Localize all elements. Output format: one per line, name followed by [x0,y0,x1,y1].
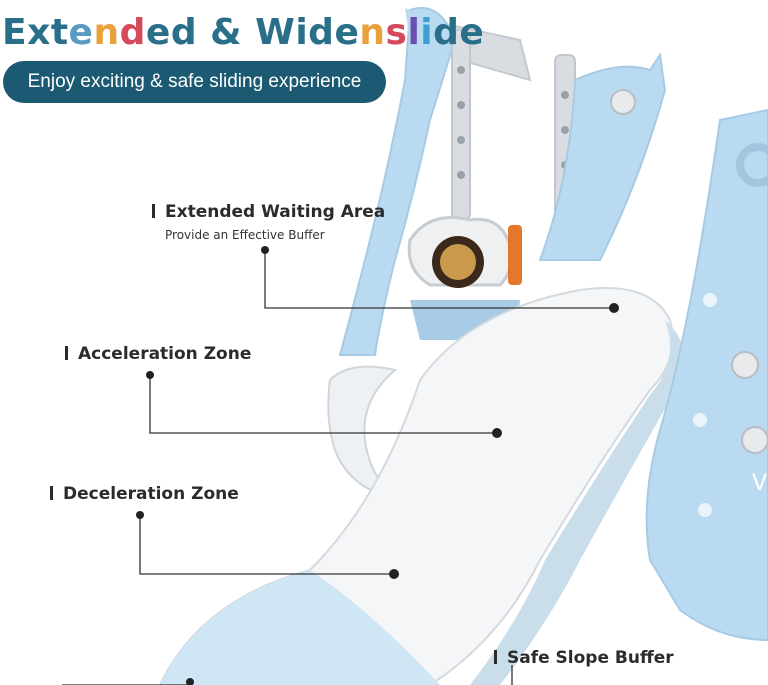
annotation-extended-waiting-area: Extended Waiting Area Provide an Effecti… [152,202,385,242]
headline-letter: x [27,12,51,53]
annotation-subtitle: Provide an Effective Buffer [165,228,325,242]
annotation-bar [50,486,53,500]
callout-line-waiting [264,250,614,309]
slide-blue-runout [160,570,440,685]
headline-letter: E [2,12,28,53]
annotation-deceleration-zone: Deceleration Zone [50,484,239,504]
left-frame-ear [405,8,448,55]
left-frame-leg [338,7,457,356]
swing-orange-strap [508,225,522,285]
headline-letter: i [420,12,434,53]
annotation-bar [152,204,155,218]
headline-letter [197,12,210,53]
headline-letter: d [433,12,460,53]
headline-letter: e [145,12,171,53]
right-frame [645,108,768,642]
headline-letter [242,12,255,53]
headline-letter: i [295,12,309,53]
right-frame-letter: V [752,471,767,496]
annotation-bar [494,650,497,664]
annotation-title: Acceleration Zone [78,344,252,364]
headline-letter: t [50,12,69,53]
right-frame-bolt-1 [731,351,759,379]
headline-letter: e [459,12,485,53]
headline-letter: n [359,12,386,53]
annotation-bar [65,346,68,360]
headline-letter: n [93,12,120,53]
callout-line-deceleration [139,515,394,575]
page-headline: Extended & Widenslide [2,12,484,53]
headline-letter: l [407,12,421,53]
right-frame-ring [736,143,768,187]
annotation-title: Extended Waiting Area [165,202,386,222]
swing-hanger-left [451,29,471,221]
subtitle-pill: Enjoy exciting & safe sliding experience [3,61,386,103]
headline-letter: e [68,12,94,53]
annotation-title: Safe Slope Buffer [507,648,674,668]
right-frame-bolt-2 [741,426,768,454]
headline-letter: e [334,12,360,53]
headline-letter: s [385,12,408,53]
headline-letter: d [170,12,198,53]
headline-letter: W [255,12,296,53]
annotation-safe-slope-buffer: Safe Slope Buffer [494,648,674,668]
callout-line-acceleration [149,375,497,434]
headline-letter: & [210,12,243,53]
headline-letter: d [308,12,335,53]
middle-frame-bolt [610,89,636,115]
annotation-acceleration-zone: Acceleration Zone [65,344,251,364]
headline-letter: d [119,12,146,53]
annotation-title: Deceleration Zone [63,484,239,504]
